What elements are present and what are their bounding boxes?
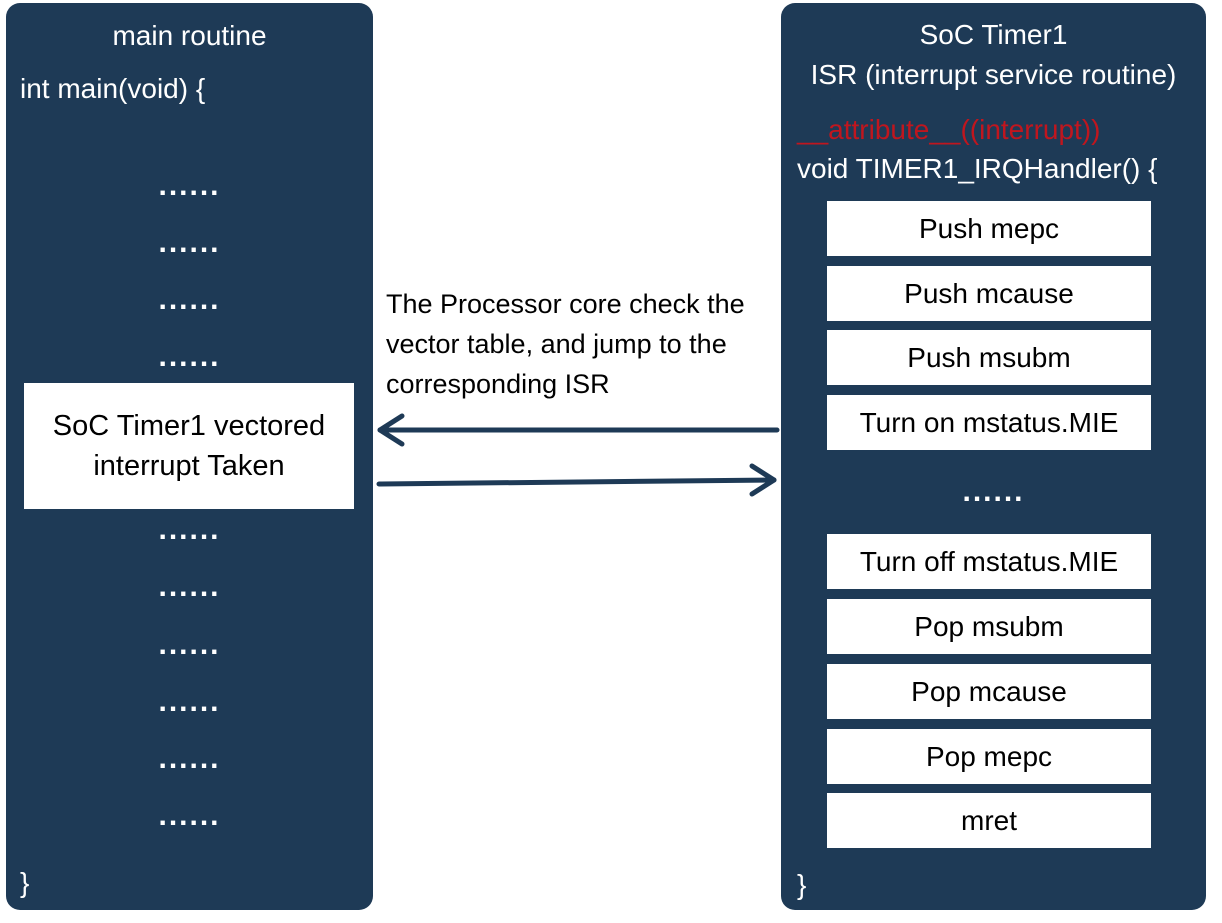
code-ellipsis: ......: [158, 742, 221, 775]
isr-closing-brace: }: [797, 869, 807, 900]
interrupt-taken-box: SoC Timer1 vectored interrupt Taken: [24, 383, 354, 509]
code-ellipsis: ......: [158, 799, 221, 832]
isr-step: Push msubm: [827, 330, 1151, 385]
jump-arrow-head: [749, 463, 777, 497]
jump-description: The Processor core check the vector tabl…: [386, 289, 745, 399]
code-ellipsis: ......: [158, 169, 221, 202]
code-ellipsis: ......: [158, 628, 221, 661]
isr-step: Pop msubm: [827, 599, 1151, 654]
interrupt-taken-label: SoC Timer1 vectored interrupt Taken: [52, 410, 326, 482]
isr-step: Push mcause: [827, 266, 1151, 321]
code-ellipsis: ......: [158, 226, 221, 259]
code-ellipsis: ......: [158, 340, 221, 373]
isr-step: Pop mcause: [827, 664, 1151, 719]
return-arrow-head: [377, 413, 405, 447]
main-signature: int main(void) {: [20, 73, 206, 104]
isr-signature: void TIMER1_IRQHandler() {: [797, 153, 1158, 184]
code-ellipsis: ......: [158, 570, 221, 603]
isr-step: Turn on mstatus.MIE: [827, 395, 1151, 450]
isr-title: SoC Timer1: [919, 19, 1068, 50]
isr-step: Turn off mstatus.MIE: [827, 534, 1151, 589]
isr-step: mret: [827, 793, 1151, 848]
jump-arrow-line: [376, 477, 777, 487]
isr-step: Push mepc: [827, 201, 1151, 256]
isr-attribute: __attribute__((interrupt)): [797, 114, 1101, 145]
code-ellipsis: ......: [158, 685, 221, 718]
main-closing-brace: }: [20, 867, 30, 898]
code-ellipsis: ......: [158, 283, 221, 316]
main-routine-title: main routine: [112, 20, 267, 51]
code-ellipsis: ......: [158, 513, 221, 546]
isr-subtitle: ISR (interrupt service routine): [810, 59, 1177, 90]
isr-step: Pop mepc: [827, 729, 1151, 784]
isr-ellipsis: ......: [962, 475, 1025, 508]
